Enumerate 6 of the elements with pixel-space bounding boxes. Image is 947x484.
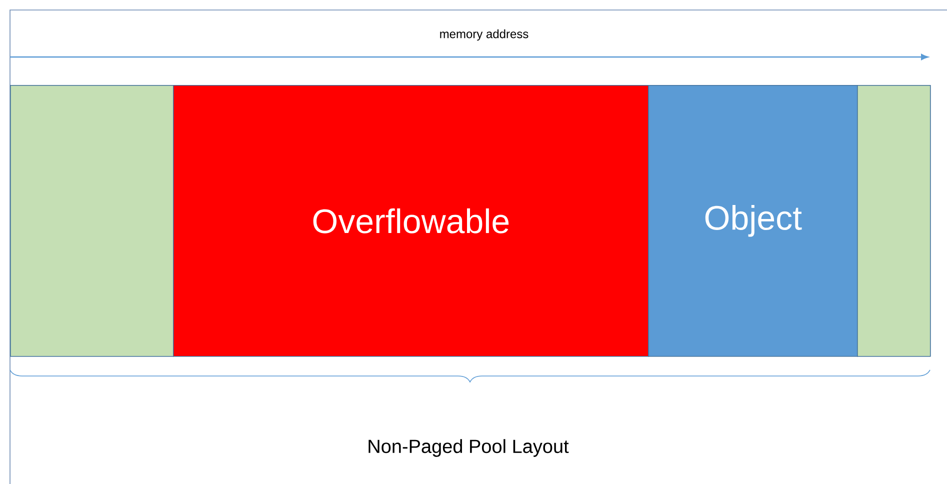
axis-label: memory address bbox=[440, 29, 528, 41]
memory-segment bbox=[10, 85, 174, 357]
memory-segment bbox=[857, 85, 931, 357]
memory-segment: Object bbox=[648, 85, 858, 357]
caption-text: Non-Paged Pool Layout bbox=[368, 439, 569, 457]
memory-segment: Overflowable bbox=[173, 85, 649, 357]
